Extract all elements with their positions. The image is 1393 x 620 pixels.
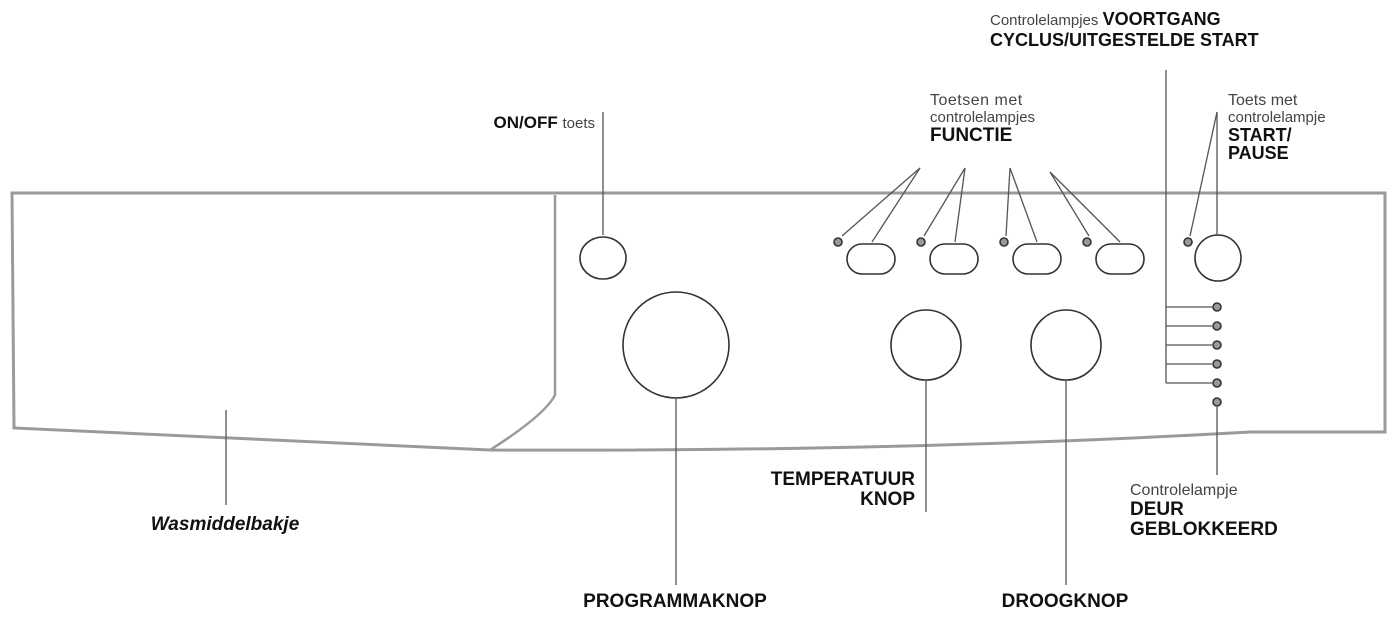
label-start-pause: Toets met controlelampje START/ PAUSE: [1228, 92, 1326, 164]
start-pause-led: [1183, 237, 1193, 247]
start-pause-button: [1194, 234, 1242, 282]
progress-leds: [1212, 302, 1222, 407]
function-led-1: [833, 237, 843, 247]
label-programmaknop: PROGRAMMAKNOP: [583, 591, 767, 612]
function-led-3: [999, 237, 1009, 247]
label-voortgang: Controlelampjes VOORTGANG CYCLUS/UITGEST…: [990, 9, 1259, 50]
progress-led-5: [1212, 378, 1222, 388]
function-button-1: [846, 243, 896, 275]
label-droogknop: DROOGKNOP: [1001, 591, 1129, 612]
label-wasmiddelbakje: Wasmiddelbakje: [150, 514, 300, 535]
panel-outline: [10, 191, 1387, 452]
program-knob: [622, 291, 730, 399]
function-buttons: [833, 237, 1145, 275]
function-led-2: [916, 237, 926, 247]
onoff-button: [579, 236, 627, 280]
function-button-3: [1012, 243, 1062, 275]
label-deur: Controlelampje DEUR GEBLOKKEERD: [1130, 482, 1278, 540]
function-button-4: [1095, 243, 1145, 275]
progress-led-4: [1212, 359, 1222, 369]
drawer-divider: [489, 195, 557, 452]
progress-led-1: [1212, 302, 1222, 312]
temperature-knob: [890, 309, 962, 381]
label-onoff: ON/OFF toets: [493, 113, 595, 132]
dry-knob: [1030, 309, 1102, 381]
function-led-4: [1082, 237, 1092, 247]
progress-led-2: [1212, 321, 1222, 331]
progress-led-3: [1212, 340, 1222, 350]
label-temperatuur: TEMPERATUUR KNOP: [770, 469, 915, 510]
label-functie: Toetsen met controlelampjes FUNCTIE: [930, 92, 1036, 146]
function-button-2: [929, 243, 979, 275]
door-locked-led: [1212, 397, 1222, 407]
